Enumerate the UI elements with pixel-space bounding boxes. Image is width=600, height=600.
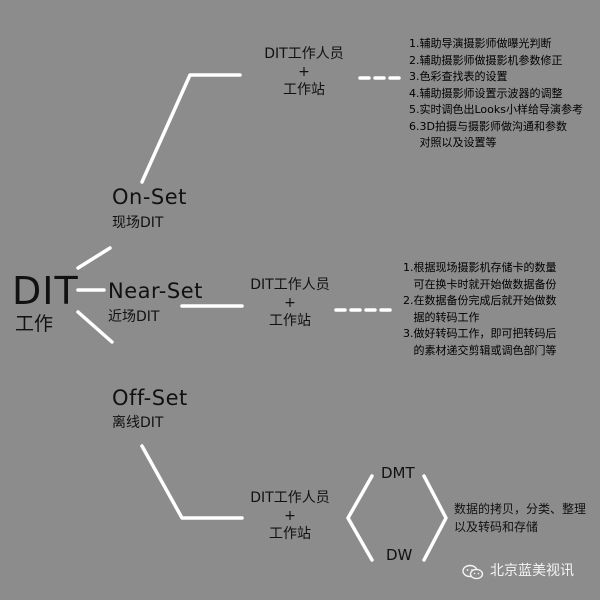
offset-node: DIT工作人员 + 工作站: [240, 489, 340, 544]
desc-line: 数据的拷贝，分类、整理: [454, 502, 587, 516]
nearset-node: DIT工作人员 + 工作站: [240, 276, 340, 331]
offset-subtitle: 离线DIT: [112, 415, 164, 431]
list-item: 5.实时调色出Looks小样给导演参考: [409, 103, 583, 116]
onset-node-line2: 工作站: [283, 82, 325, 99]
line-split-dmt-dw: [346, 474, 374, 562]
dmt-label: DMT: [381, 464, 415, 482]
nearset-node-line1: DIT工作人员: [250, 277, 330, 293]
dw-label: DW: [386, 546, 413, 564]
list-item: 3.色彩查找表的设置: [409, 70, 508, 83]
onset-node-plus: +: [298, 64, 310, 81]
list-item: 对照以及设置等: [409, 136, 497, 149]
root-title: DIT: [12, 269, 79, 313]
offset-node-line2: 工作站: [269, 526, 311, 543]
offset-node-plus: +: [284, 508, 296, 525]
watermark-text: 北京蓝美视讯: [490, 563, 574, 579]
nearset-node-line2: 工作站: [269, 313, 311, 330]
offset-title: Off-Set: [112, 386, 188, 410]
root-subtitle: 工作: [15, 313, 54, 335]
line-onset-node: [140, 73, 242, 184]
onset-subtitle: 现场DIT: [112, 215, 164, 231]
list-item: 2.辅助摄影师做摄影机参数修正: [409, 53, 563, 67]
list-item: 可在换卡时就开始做数据备份: [403, 277, 557, 291]
offset-description: 数据的拷贝，分类、整理 以及转码和存储: [454, 500, 586, 536]
line-root-onset: [76, 246, 112, 270]
list-item: 6.3D拍摄与摄影师做沟通和参数: [409, 119, 567, 133]
onset-title: On-Set: [112, 185, 187, 209]
list-item: 的素材递交剪辑或调色部门等: [403, 343, 557, 357]
desc-line: 以及转码和存储: [454, 520, 539, 534]
list-item: 3.做好转码工作，即可把转码后: [403, 327, 557, 340]
line-join-dmt-dw: [422, 474, 448, 562]
line-root-offset: [76, 310, 114, 344]
onset-task-list: 1.辅助导演摄影师做曝光判断 2.辅助摄影师做摄影机参数修正 3.色彩查找表的设…: [409, 36, 583, 152]
nearset-node-plus: +: [284, 295, 296, 312]
nearset-title: Near-Set: [108, 279, 203, 303]
onset-node: DIT工作人员 + 工作站: [248, 45, 360, 100]
line-offset-node: [140, 444, 244, 520]
list-item: 1.辅助导演摄影师做曝光判断: [409, 37, 552, 50]
wechat-icon: [462, 564, 484, 580]
list-item: 4.辅助摄影师设置示波器的调整: [409, 86, 563, 100]
list-item: 据的转码工作: [403, 310, 480, 324]
list-item: 1.根据现场摄影机存储卡的数量: [403, 261, 557, 274]
list-item: 2.在数据备份完成后就开始做数: [403, 294, 557, 307]
nearset-task-list: 1.根据现场摄影机存储卡的数量 可在换卡时就开始做数据备份 2.在数据备份完成后…: [403, 260, 557, 359]
offset-node-line1: DIT工作人员: [250, 490, 330, 506]
nearset-subtitle: 近场DIT: [108, 309, 160, 325]
watermark: 北京蓝美视讯: [462, 563, 574, 581]
onset-node-line1: DIT工作人员: [264, 46, 344, 62]
